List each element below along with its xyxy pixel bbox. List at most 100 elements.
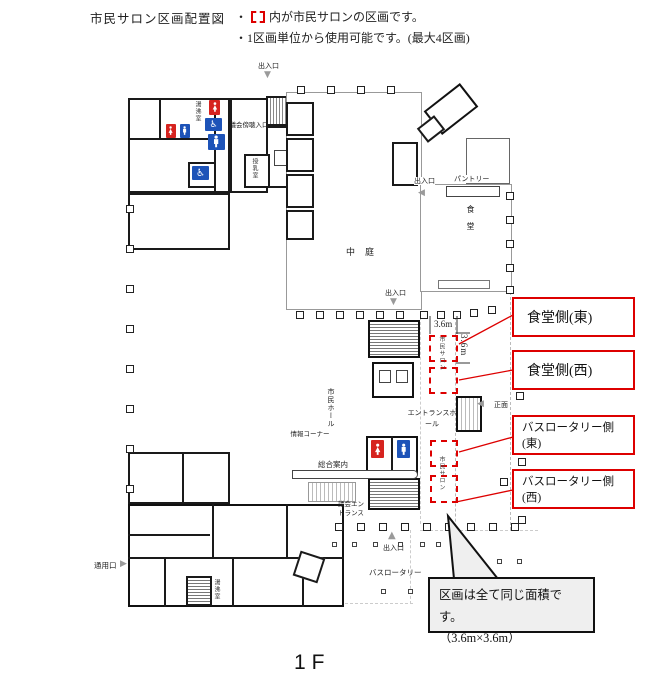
small-room (392, 142, 418, 186)
female-toilet-icon (166, 124, 176, 138)
column-marker (357, 523, 365, 531)
male-toilet-icon (208, 134, 225, 150)
column-marker (436, 542, 441, 547)
column-marker (335, 523, 343, 531)
citizen-salon-label: 市民サロン (438, 456, 444, 491)
dimension-width: 3.6m (434, 319, 453, 329)
label-bus-west: バスロータリー側(西) (512, 469, 635, 509)
wall (286, 504, 288, 558)
legend-line-2: ・1区画単位から使用可能です。(最大4区画) (235, 31, 470, 45)
dining-room-label: 食堂 (466, 205, 475, 239)
hot-water-room-label: 湯沸室 (213, 579, 219, 600)
small-room (286, 174, 314, 208)
grid-line (420, 530, 538, 531)
arrow-up-icon: ▲ (388, 530, 396, 541)
wall (159, 98, 161, 140)
elevator (396, 370, 408, 383)
entrance-label-north: 出入口 (258, 62, 279, 70)
column-marker (379, 523, 387, 531)
column-marker (518, 458, 526, 466)
column-marker (453, 311, 461, 319)
entrance-label-pantry: 出入口 (414, 177, 435, 186)
staircase (308, 482, 356, 502)
grid-line (335, 603, 413, 604)
info-desk-label: 総合案内 (318, 460, 348, 469)
column-marker (296, 311, 304, 319)
wall (182, 452, 184, 504)
page-title: 市民サロン区画配置図 (90, 12, 226, 26)
small-room (286, 210, 314, 240)
column-marker (401, 523, 409, 531)
courtyard-label: 中庭 (346, 247, 385, 257)
column-marker (445, 523, 453, 531)
arrow-down-icon: ▼ (390, 297, 397, 307)
column-marker (356, 311, 364, 319)
female-toilet-icon (209, 100, 220, 115)
column-marker (506, 286, 514, 294)
column-marker (489, 523, 497, 531)
entrance-vestibule (456, 396, 482, 432)
wall (232, 559, 234, 607)
column-marker (506, 264, 514, 272)
salon-section-bus-west (430, 475, 458, 503)
nursing-room-label: 授乳室 (251, 158, 257, 179)
column-marker (352, 542, 357, 547)
male-toilet-icon (397, 440, 410, 458)
wall (212, 504, 214, 558)
female-toilet-icon (371, 440, 384, 458)
wheelchair-icon: ♿ (205, 118, 222, 131)
grid-line (410, 530, 411, 604)
column-marker (126, 405, 134, 413)
grid-line (420, 312, 421, 524)
column-marker (518, 516, 526, 524)
arrow-left-icon: ◀ (418, 188, 425, 198)
column-marker (396, 311, 404, 319)
arrow-down-icon: ▼ (264, 70, 271, 80)
legend-bullet: ・ (235, 10, 248, 24)
small-room (286, 138, 314, 172)
label-dining-west: 食堂側(西) (512, 350, 635, 390)
info-corner-label: 情報コーナー (290, 431, 330, 438)
grid-line (510, 292, 511, 530)
column-marker (511, 523, 519, 531)
salon-section-bus-east (430, 440, 458, 467)
entrance-label-courtyard: 出入口 (385, 289, 406, 297)
bench (438, 280, 490, 289)
column-marker (420, 311, 428, 319)
wall (391, 436, 393, 474)
salon-section-dining-east (429, 335, 458, 362)
wall (128, 138, 216, 140)
column-marker (126, 245, 134, 253)
small-room (286, 102, 314, 136)
column-marker (437, 311, 445, 319)
dimension-height: 3.6m (459, 334, 469, 357)
column-marker (517, 559, 522, 564)
grid-line (455, 312, 456, 577)
salon-swatch-icon (251, 11, 266, 24)
column-marker (381, 589, 386, 594)
pantry-counter (446, 186, 500, 197)
civic-hall-label: 市民ホール (327, 388, 335, 428)
column-marker (470, 309, 478, 317)
column-marker (497, 559, 502, 564)
council-block-lower (128, 193, 230, 250)
label-dining-east: 食堂側(東) (512, 297, 635, 337)
column-marker (316, 311, 324, 319)
column-marker (126, 205, 134, 213)
elevator (379, 370, 391, 383)
column-marker (500, 478, 508, 486)
staircase (368, 478, 420, 510)
column-marker (376, 311, 384, 319)
column-marker (420, 542, 425, 547)
column-marker (126, 285, 134, 293)
male-toilet-icon (180, 124, 190, 138)
nursing-room (244, 154, 270, 188)
floor-label: 1F (294, 651, 331, 674)
column-marker (126, 365, 134, 373)
wheelchair-icon: ♿ (192, 166, 209, 180)
column-marker (423, 523, 431, 531)
arrow-left-icon: ◀ (477, 399, 484, 409)
staircase (186, 576, 212, 606)
